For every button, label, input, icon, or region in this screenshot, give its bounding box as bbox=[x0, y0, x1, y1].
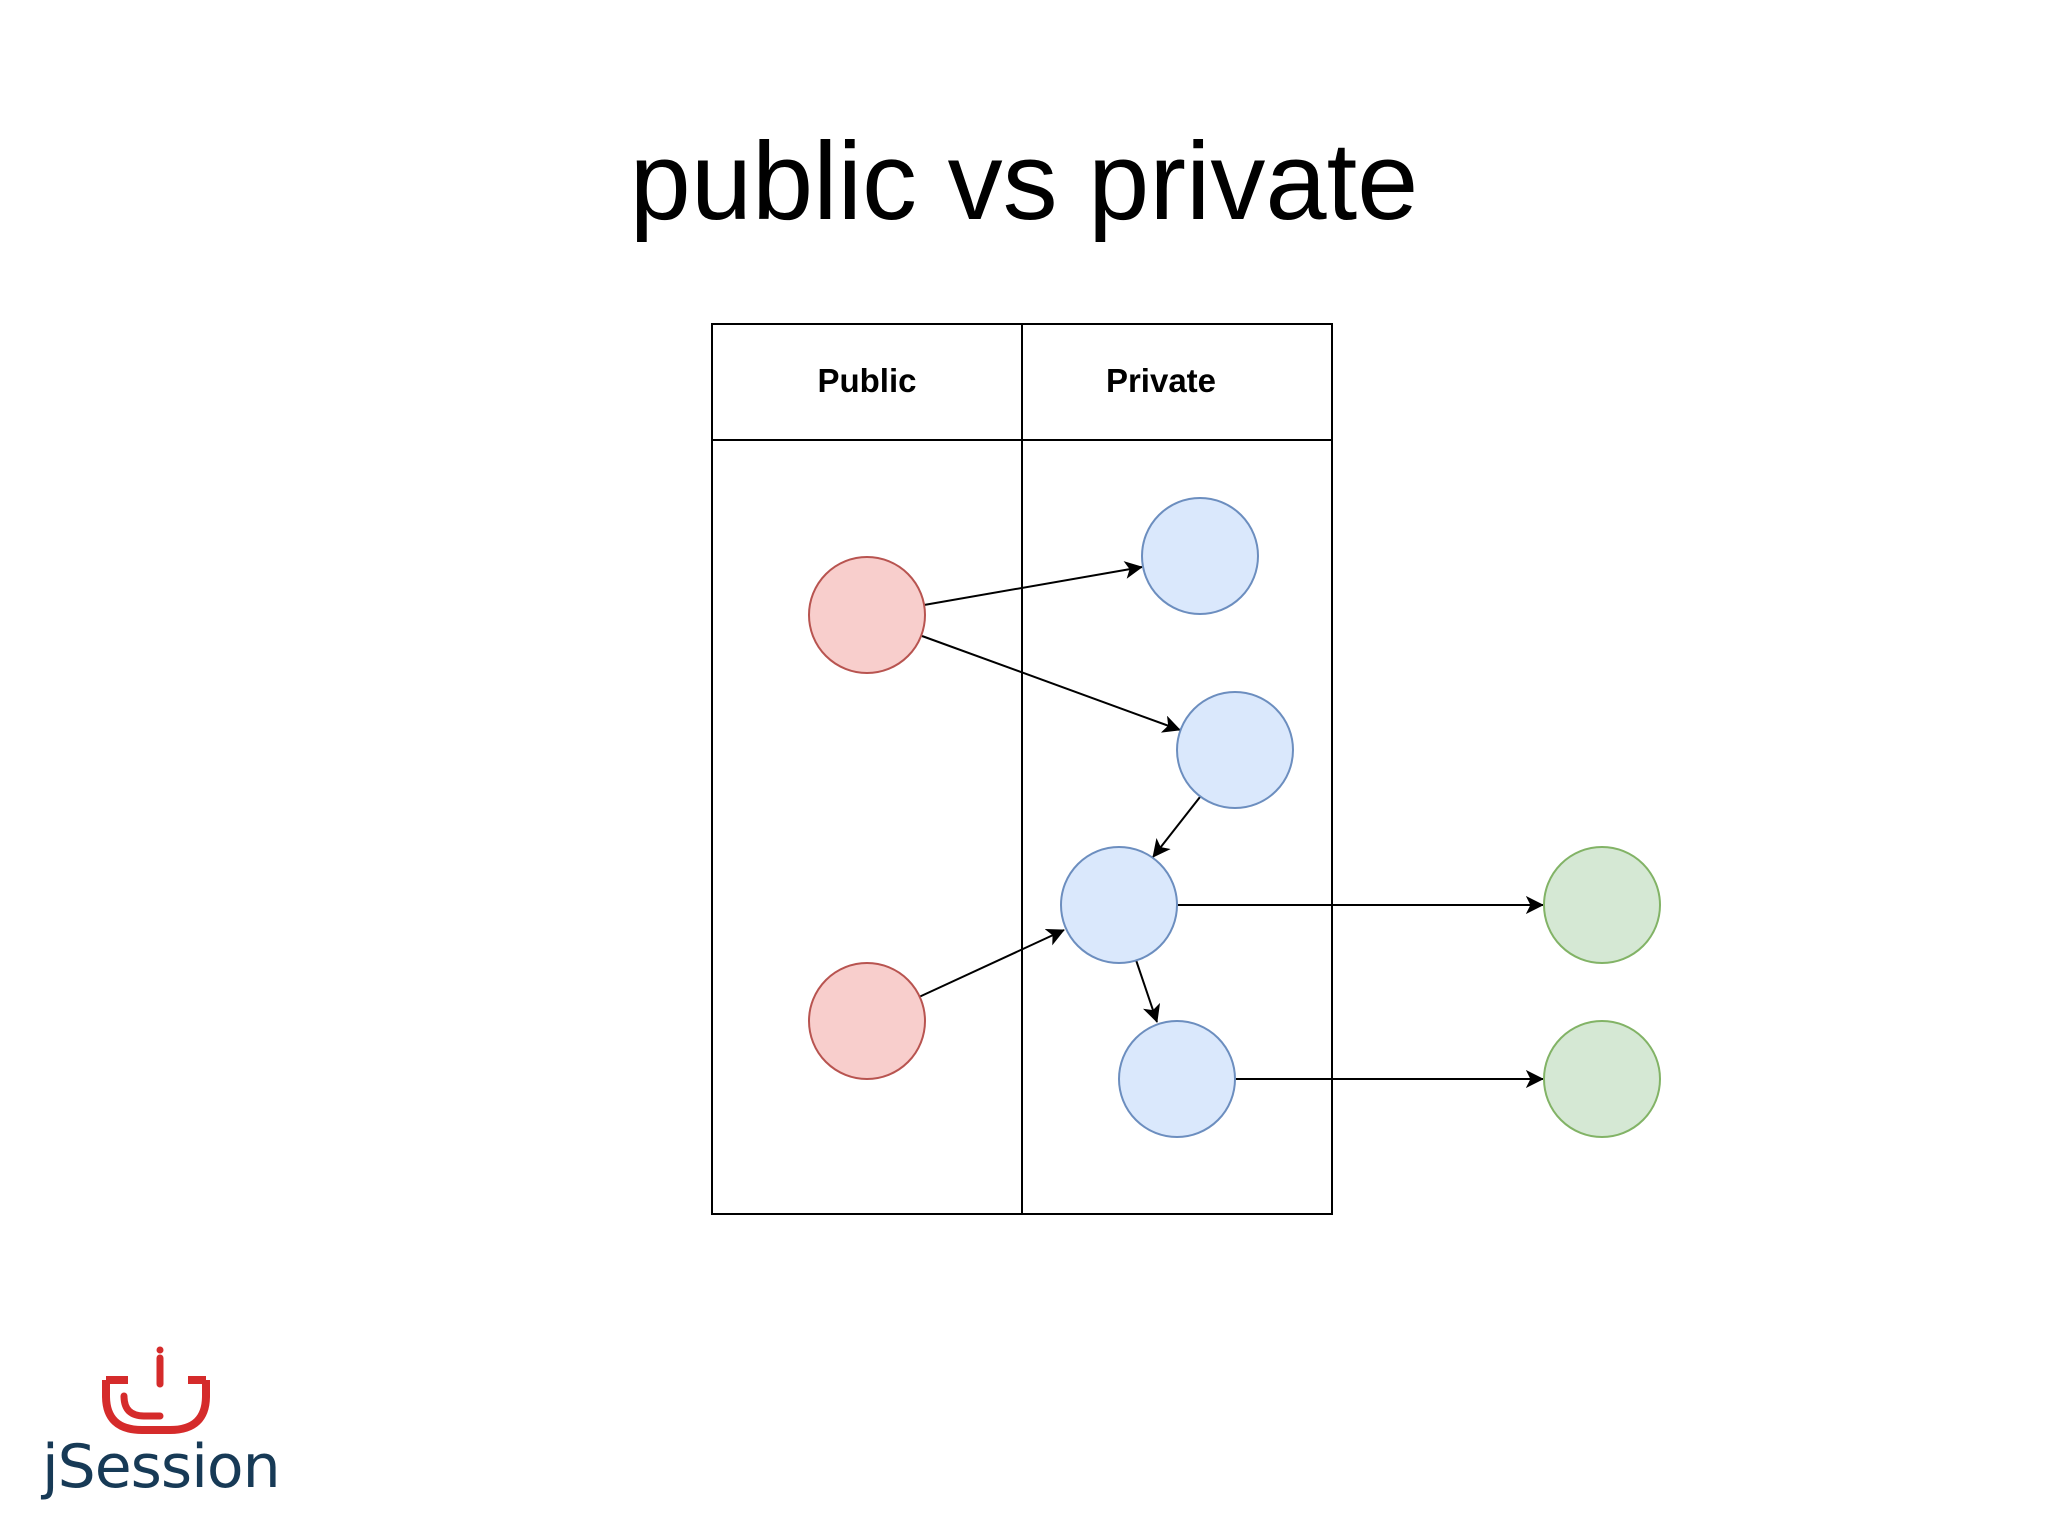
external-node-1 bbox=[1543, 846, 1661, 964]
jsession-logo: jSession bbox=[36, 1346, 281, 1506]
public-node-1 bbox=[808, 556, 926, 674]
public-node-2 bbox=[808, 962, 926, 1080]
external-node-2 bbox=[1543, 1020, 1661, 1138]
edges bbox=[918, 561, 1544, 1088]
private-node-1 bbox=[1141, 497, 1259, 615]
column-header-public: Public bbox=[817, 362, 916, 399]
private-node-4 bbox=[1118, 1020, 1236, 1138]
cup-icon bbox=[102, 1346, 210, 1434]
column-header-private: Private bbox=[1106, 362, 1216, 399]
nodes bbox=[808, 497, 1661, 1138]
edge-private3-private4 bbox=[1135, 959, 1161, 1023]
logo-wordmark: jSession bbox=[42, 1432, 281, 1502]
page-title: public vs private bbox=[629, 120, 1419, 243]
edge-public1-private2 bbox=[921, 635, 1181, 733]
private-node-2 bbox=[1176, 691, 1294, 809]
edge-public2-private3 bbox=[918, 929, 1065, 998]
edge-private2-private3 bbox=[1152, 796, 1201, 858]
private-node-3 bbox=[1060, 846, 1178, 964]
edge-public1-private1 bbox=[923, 561, 1143, 606]
